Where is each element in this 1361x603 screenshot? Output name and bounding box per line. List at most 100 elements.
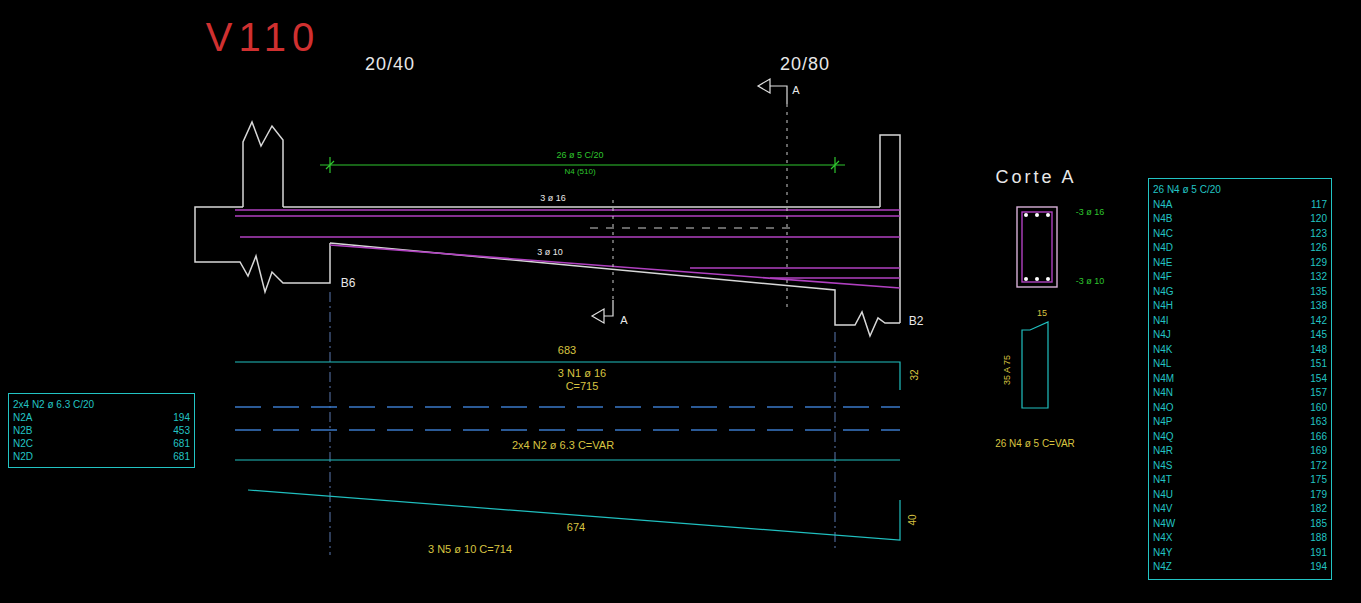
bar-length: 194 xyxy=(1310,560,1327,575)
bar-mark: N4B xyxy=(1153,212,1172,227)
bar-length: 185 xyxy=(1310,517,1327,532)
bar-length: 157 xyxy=(1310,386,1327,401)
bar-mark: N4D xyxy=(1153,241,1173,256)
bar-length: C=715 xyxy=(564,380,601,392)
beam-outline xyxy=(195,122,900,336)
bar-dot xyxy=(1046,277,1050,281)
bar-callout: 3 N5 ø 10 C=714 xyxy=(426,543,514,555)
table-heading: 2x4 N2 ø 6.3 C/20 xyxy=(13,398,94,411)
bar-mark: N4J xyxy=(1153,328,1171,343)
bar-length: 135 xyxy=(1310,285,1327,300)
bar-length: 182 xyxy=(1310,502,1327,517)
section-markers xyxy=(592,79,787,323)
bar-dot xyxy=(1035,213,1039,217)
bar-mark: N2D xyxy=(13,450,33,463)
section-bars xyxy=(1024,213,1050,281)
bar-dot xyxy=(1024,277,1028,281)
beam-soffit xyxy=(330,243,900,336)
section-cut xyxy=(613,104,787,310)
bar-mark: N2C xyxy=(13,437,33,450)
reinforcement xyxy=(235,210,900,288)
bar-schedule xyxy=(235,322,1048,540)
bar-mark: N4X xyxy=(1153,531,1172,546)
bar-length: 681 xyxy=(173,437,190,450)
bar-length: 151 xyxy=(1310,357,1327,372)
bar-length: 191 xyxy=(1310,546,1327,561)
bar-mark: N4Y xyxy=(1153,546,1172,561)
top-bar xyxy=(235,215,900,217)
bar-callout: 3 ø 10 xyxy=(535,248,565,258)
bar-mark: N4S xyxy=(1153,459,1172,474)
bar-length: 123 xyxy=(1310,227,1327,242)
axis-line xyxy=(835,332,836,548)
bar-callout: -3 ø 16 xyxy=(1074,208,1107,218)
bar-mark: N4G xyxy=(1153,285,1174,300)
bar-length: 453 xyxy=(173,424,190,437)
bar-length: 179 xyxy=(1310,488,1327,503)
bar-mark: N4O xyxy=(1153,401,1174,416)
stirrup-dimension: 35 A 75 xyxy=(1003,353,1013,387)
section-dimension: 20/40 xyxy=(363,55,417,75)
bar-dot xyxy=(1024,213,1028,217)
support-beam xyxy=(195,207,330,292)
bar-mark: N4H xyxy=(1153,299,1173,314)
bar-mark: N4Q xyxy=(1153,430,1174,445)
bar-length: 142 xyxy=(1310,314,1327,329)
support-label: B2 xyxy=(907,315,926,328)
bar-mark: N4M xyxy=(1153,372,1174,387)
side-bar xyxy=(240,236,900,238)
bar-length: 160 xyxy=(1310,401,1327,416)
bar-length: 132 xyxy=(1310,270,1327,285)
bar-n2 xyxy=(235,429,900,430)
bar-mark: N2A xyxy=(13,411,32,424)
cut-line xyxy=(787,104,788,310)
bar-length: 188 xyxy=(1310,531,1327,546)
support-label: B6 xyxy=(339,277,358,290)
cut-line xyxy=(613,200,614,300)
bar-mark: N4N xyxy=(1153,386,1173,401)
axis-line xyxy=(330,292,331,555)
top-bar xyxy=(235,209,900,211)
table-heading: 26 N4 ø 5 C/20 xyxy=(1153,183,1221,198)
bar-length: 120 xyxy=(1310,212,1327,227)
bar-mark: N4K xyxy=(1153,343,1172,358)
bar-mark: N4T xyxy=(1153,473,1172,488)
section-title: Corte A xyxy=(993,168,1078,188)
bar-mark: N4P xyxy=(1153,415,1172,430)
bar-length: 683 xyxy=(556,344,578,356)
bar-n2 xyxy=(235,406,900,407)
bar-length: 154 xyxy=(1310,372,1327,387)
section-dimension: 20/80 xyxy=(778,55,832,75)
bar-mark: N4E xyxy=(1153,256,1172,271)
stirrup-callout: 26 ø 5 C/20 xyxy=(554,151,605,161)
section-mark: A xyxy=(618,314,629,326)
bar-callout: -3 ø 10 xyxy=(1074,277,1107,287)
bar-length: 166 xyxy=(1310,430,1327,445)
bar-length: 172 xyxy=(1310,459,1327,474)
dimension-line xyxy=(320,164,845,165)
bar-length: 129 xyxy=(1310,256,1327,271)
bottom-bar xyxy=(330,245,900,288)
bar-mark: N4C xyxy=(1153,227,1173,242)
section-arrow xyxy=(592,300,613,323)
bar-length: 169 xyxy=(1310,444,1327,459)
bar-length: 138 xyxy=(1310,299,1327,314)
bar-length: 117 xyxy=(1311,198,1327,213)
bottom-bar xyxy=(690,267,900,269)
bar-length: 194 xyxy=(173,411,190,424)
bar-length: 163 xyxy=(1310,415,1327,430)
column-break xyxy=(243,122,283,207)
section-arrow xyxy=(758,79,787,104)
bar-dot xyxy=(1046,213,1050,217)
stirrup-dimension: 15 xyxy=(1035,309,1049,319)
bar-mark: N4L xyxy=(1153,357,1171,372)
bar-mark: N4A xyxy=(1153,198,1172,213)
bar-mark: N4F xyxy=(1153,270,1172,285)
bar-callout: 26 N4 ø 5 C=VAR xyxy=(993,438,1077,449)
drawing-title: V110 xyxy=(204,15,322,59)
hidden-line xyxy=(590,228,790,229)
section-outline xyxy=(1017,207,1057,287)
bar-mark: N4W xyxy=(1153,517,1175,532)
bar-length: 145 xyxy=(1310,328,1327,343)
bar-n2 xyxy=(235,459,900,460)
